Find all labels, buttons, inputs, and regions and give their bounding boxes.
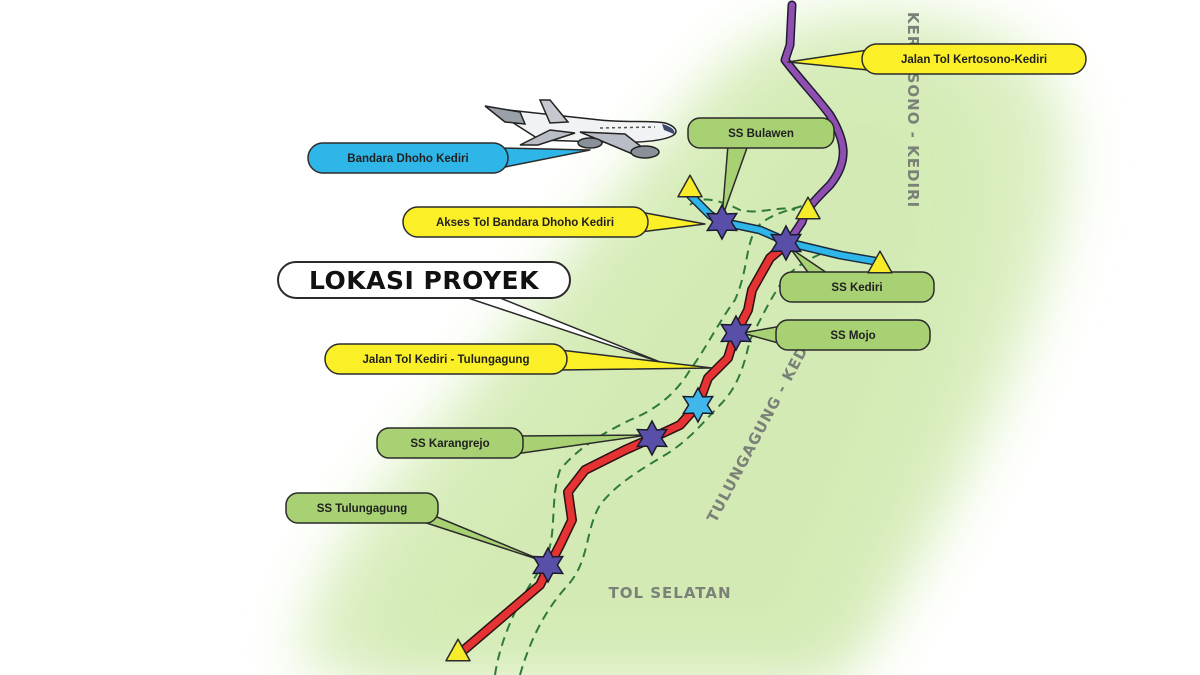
svg-text:SS Mojo: SS Mojo — [830, 330, 875, 342]
land-area — [300, 11, 1068, 675]
svg-text:SS Kediri: SS Kediri — [831, 282, 882, 294]
svg-text:Bandara Dhoho Kediri: Bandara Dhoho Kediri — [347, 153, 468, 165]
station-bulawen-star-icon — [705, 203, 739, 241]
svg-text:Akses Tol Bandara Dhoho Kediri: Akses Tol Bandara Dhoho Kediri — [436, 217, 614, 229]
label-lokasi-proyek: LOKASI PROYEK — [277, 261, 661, 363]
station-kediri-star-icon — [769, 224, 803, 262]
endpoint-kediri-triangle-icon — [867, 250, 893, 274]
svg-text:Jalan Tol Kertosono-Kediri: Jalan Tol Kertosono-Kediri — [901, 54, 1047, 66]
svg-text:SS Tulungagung: SS Tulungagung — [317, 503, 408, 515]
station-karangrejo-star-icon — [635, 419, 669, 457]
label-ss-tulungagung: SS Tulungagung — [285, 492, 547, 563]
label-ss-bulawen: SS Bulawen — [687, 117, 835, 219]
label-ss-mojo: SS Mojo — [741, 319, 931, 351]
label-ss-kediri: SS Kediri — [779, 247, 935, 303]
label-ss-karangrejo: SS Karangrejo — [376, 427, 649, 459]
label-akses-tol-bandara: Akses Tol Bandara Dhoho Kediri — [402, 206, 706, 238]
station-mojo-star-icon — [719, 314, 753, 352]
endpoint-kertosono-triangle-icon — [795, 196, 821, 220]
endpoint-markers — [445, 174, 893, 662]
svg-text:SS Bulawen: SS Bulawen — [728, 128, 794, 140]
station-project-star-icon — [681, 386, 715, 424]
label-jalan-tol-kertosono-kediri: Jalan Tol Kertosono-Kediri — [787, 43, 1087, 75]
svg-text:SS Karangrejo: SS Karangrejo — [410, 438, 489, 450]
station-tulungagung-star-icon — [531, 546, 565, 584]
endpoint-south-triangle-icon — [445, 638, 471, 662]
svg-text:Jalan Tol Kediri - Tulungagung: Jalan Tol Kediri - Tulungagung — [363, 354, 530, 366]
right-of-way-boundary — [494, 198, 831, 675]
airplane-icon — [484, 99, 677, 159]
label-jalan-tol-kediri-tulungagung: Jalan Tol Kediri - Tulungagung — [324, 343, 713, 375]
label-bandara-dhoho-kediri: Bandara Dhoho Kediri — [307, 142, 591, 174]
region-tol-selatan: TOL SELATAN — [608, 584, 731, 602]
endpoint-bulawen-triangle-icon — [677, 174, 703, 198]
region-kertosono-kediri: KERTOSONO - KEDIRI — [904, 12, 922, 208]
svg-text:LOKASI PROYEK: LOKASI PROYEK — [309, 266, 540, 295]
station-markers — [531, 203, 803, 584]
